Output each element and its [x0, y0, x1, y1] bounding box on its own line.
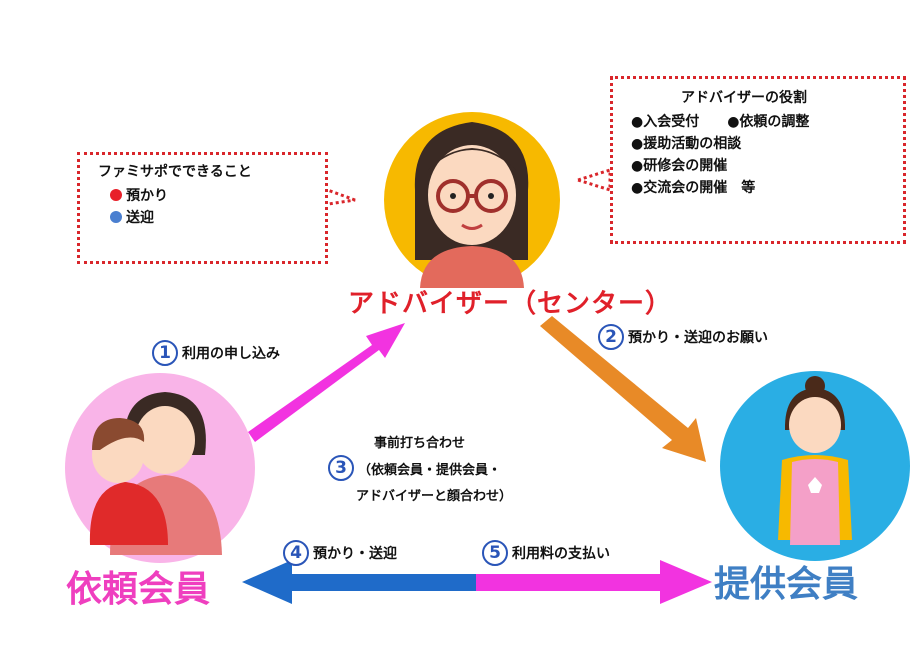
mother-child-icon [65, 373, 255, 563]
role-item-4: ●交流会の開催 等 [631, 180, 756, 196]
requester-label: 依頼会員 [66, 569, 211, 610]
blue-bullet-icon [110, 211, 122, 223]
advisor-role-box: アドバイザーの役割 ●入会受付 ●依頼の調整 ●援助活動の相談 ●研修会の開催 … [610, 76, 906, 244]
step-5-text: 利用料の支払い [512, 546, 610, 562]
step-3-number: 3 [328, 455, 354, 481]
step-2-number: 2 [598, 324, 624, 350]
provider-woman-icon [720, 371, 910, 561]
service-item-2: 送迎 [110, 207, 325, 229]
step-2: 2 預かり・送迎のお願い [598, 324, 768, 350]
step-3-line-1: 事前打ち合わせ [374, 436, 466, 451]
role-item-3: ●研修会の開催 [631, 158, 728, 174]
arrow-blue-provider-to-requester [242, 560, 476, 604]
step-4: 4 預かり・送迎 [283, 540, 397, 566]
step-5: 5 利用料の支払い [482, 540, 610, 566]
arrow-pink-requester-to-provider [476, 560, 712, 604]
advisor-role-title: アドバイザーの役割 [681, 90, 807, 106]
step-4-text: 預かり・送迎 [313, 546, 397, 562]
arrow-advisor-to-provider [540, 316, 706, 462]
step-1-number: 1 [152, 340, 178, 366]
step-4-number: 4 [283, 540, 309, 566]
services-box-title: ファミサポでできること [98, 164, 252, 180]
step-5-number: 5 [482, 540, 508, 566]
service-item-1: 預かり [110, 185, 325, 207]
red-bullet-icon [110, 189, 122, 201]
right-box-tail [572, 167, 612, 193]
step-3-line-3: アドバイザーと顔合わせ） [356, 489, 513, 504]
step-1: 1 利用の申し込み [152, 340, 280, 366]
step-1-text: 利用の申し込み [182, 346, 280, 362]
advisor-woman-icon [384, 112, 560, 288]
step-3: 事前打ち合わせ 3 （依頼会員・提供会員・ アドバイザーと顔合わせ） [328, 432, 568, 504]
services-box: ファミサポでできること 預かり 送迎 [77, 152, 328, 264]
role-item-2: ●援助活動の相談 [631, 136, 742, 152]
role-item-1: ●入会受付 ●依頼の調整 [631, 114, 810, 130]
step-2-text: 預かり・送迎のお願い [628, 330, 768, 346]
provider-label: 提供会員 [714, 564, 859, 605]
arrow-request-to-advisor [248, 323, 405, 442]
advisor-label: アドバイザー（センター） [348, 289, 673, 319]
step-3-line-2: （依頼会員・提供会員・ [358, 462, 502, 478]
